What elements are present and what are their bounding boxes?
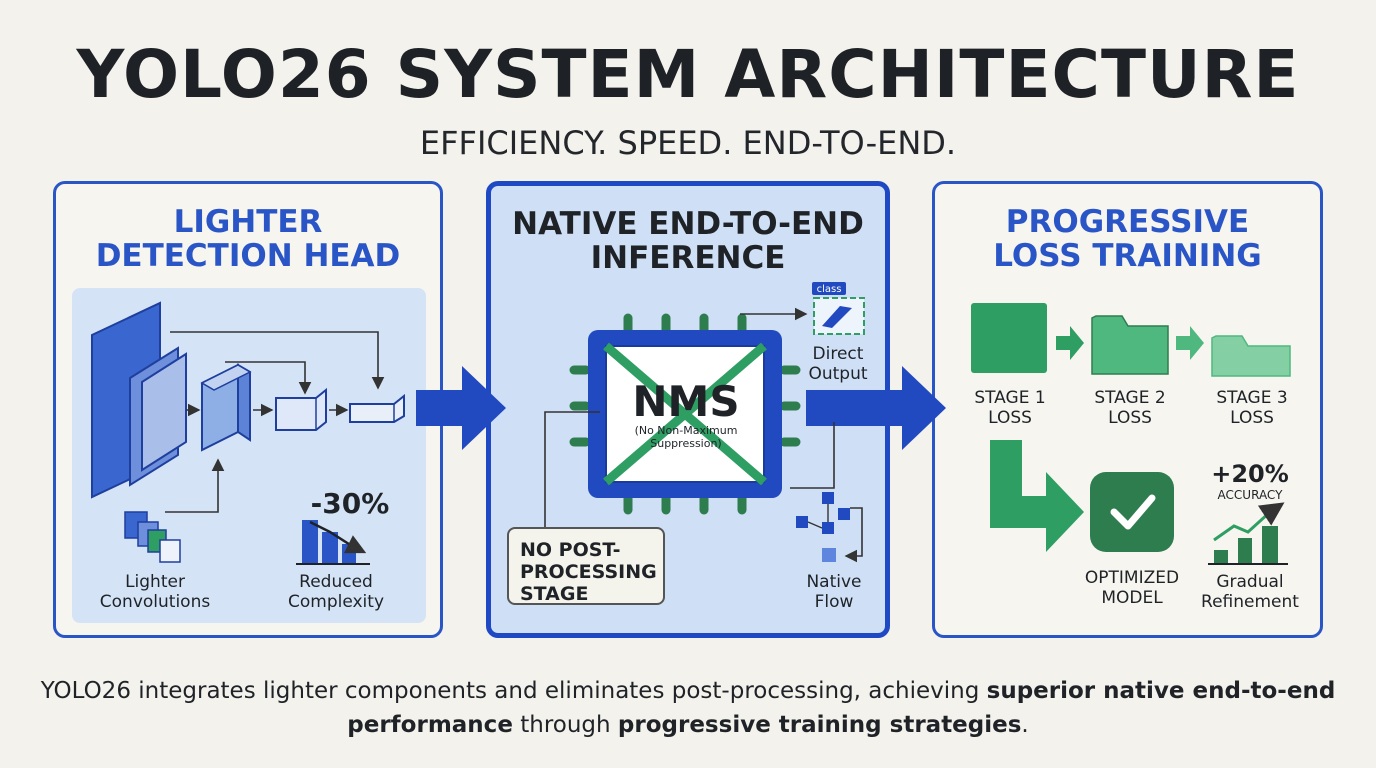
no-post-line1: NO POST- xyxy=(520,539,621,561)
footer-bold2: progressive training strategies xyxy=(617,712,1022,738)
chip-label: NMS xyxy=(632,377,739,426)
direct-line1: Direct xyxy=(812,344,864,364)
native-line2: Flow xyxy=(814,592,854,612)
footer-bold1: superior native end-to-end performance xyxy=(347,678,1336,738)
arrow-right-icon xyxy=(1056,326,1084,360)
optimized-line2: MODEL xyxy=(1101,588,1163,608)
chip-sublabel-line2: Suppression) xyxy=(650,437,721,450)
bend-arrow-icon xyxy=(990,440,1084,552)
accuracy-value: +20% xyxy=(1211,460,1289,488)
stage1-line1: STAGE 1 xyxy=(974,388,1046,408)
lighter-conv-line1: Lighter xyxy=(125,572,185,592)
folder-icon xyxy=(1091,315,1169,375)
bar-chart-icon xyxy=(1208,502,1288,565)
page-title: YOLO26 SYSTEM ARCHITECTURE xyxy=(76,36,1300,113)
folder-icon xyxy=(1211,335,1291,377)
panel-title-line2: DETECTION HEAD xyxy=(95,238,401,274)
footer-part2: through xyxy=(512,712,618,738)
stage1-line2: LOSS xyxy=(988,408,1032,428)
stage3-line1: STAGE 3 xyxy=(1216,388,1288,408)
reduced-line1: Reduced xyxy=(299,572,373,592)
arrow-right-icon xyxy=(416,366,506,450)
panel-title-line2: INFERENCE xyxy=(590,240,786,276)
arrow-right-icon xyxy=(1176,326,1204,360)
stage1-icon xyxy=(971,303,1047,373)
chip-sublabel-line1: (No Non-Maximum xyxy=(635,424,738,437)
direct-line2: Output xyxy=(808,364,868,384)
chip-icon xyxy=(569,313,801,515)
panel-title-line1: LIGHTER xyxy=(173,204,323,240)
lighter-conv-line2: Convolutions xyxy=(99,592,211,612)
stage2-line1: STAGE 2 xyxy=(1094,388,1166,408)
no-post-line2: PROCESSING xyxy=(520,561,657,583)
no-post-processing-box: NO POST- PROCESSING STAGE xyxy=(507,527,665,605)
footer-part1: YOLO26 integrates lighter components and… xyxy=(40,678,987,704)
class-output-icon: class xyxy=(812,282,865,335)
panel-title-line2: LOSS TRAINING xyxy=(993,238,1262,274)
footer-part3: . xyxy=(1021,712,1029,738)
optimized-line1: OPTIMIZED xyxy=(1084,568,1180,588)
accuracy-label: ACCURACY xyxy=(1217,488,1283,502)
class-tag: class xyxy=(817,284,842,295)
reduced-line2: Complexity xyxy=(287,592,384,612)
gradual-line1: Gradual xyxy=(1216,572,1284,592)
native-line1: Native xyxy=(806,572,862,592)
page-subtitle: EFFICIENCY. SPEED. END-TO-END. xyxy=(419,124,957,162)
decrease-chart-icon xyxy=(296,520,370,565)
reduction-value: -30% xyxy=(310,487,390,520)
stage2-line2: LOSS xyxy=(1108,408,1152,428)
panel-progressive-loss-training: PROGRESSIVE LOSS TRAINING xyxy=(932,181,1323,638)
footer-summary: YOLO26 integrates lighter components and… xyxy=(0,674,1376,742)
no-post-line3: STAGE xyxy=(520,583,589,605)
gradual-line2: Refinement xyxy=(1201,592,1299,612)
small-cubes-icon xyxy=(124,511,181,563)
arrow-right-icon xyxy=(806,366,946,450)
layer-stack-icon xyxy=(91,301,405,499)
connector-arrows xyxy=(165,331,385,513)
stage3-line2: LOSS xyxy=(1230,408,1274,428)
panel-title-line1: NATIVE END-TO-END xyxy=(512,206,864,242)
check-icon xyxy=(1090,472,1174,552)
flow-icon xyxy=(796,492,850,562)
chip-connectors xyxy=(544,307,863,563)
panel-title-line1: PROGRESSIVE xyxy=(1005,204,1250,240)
